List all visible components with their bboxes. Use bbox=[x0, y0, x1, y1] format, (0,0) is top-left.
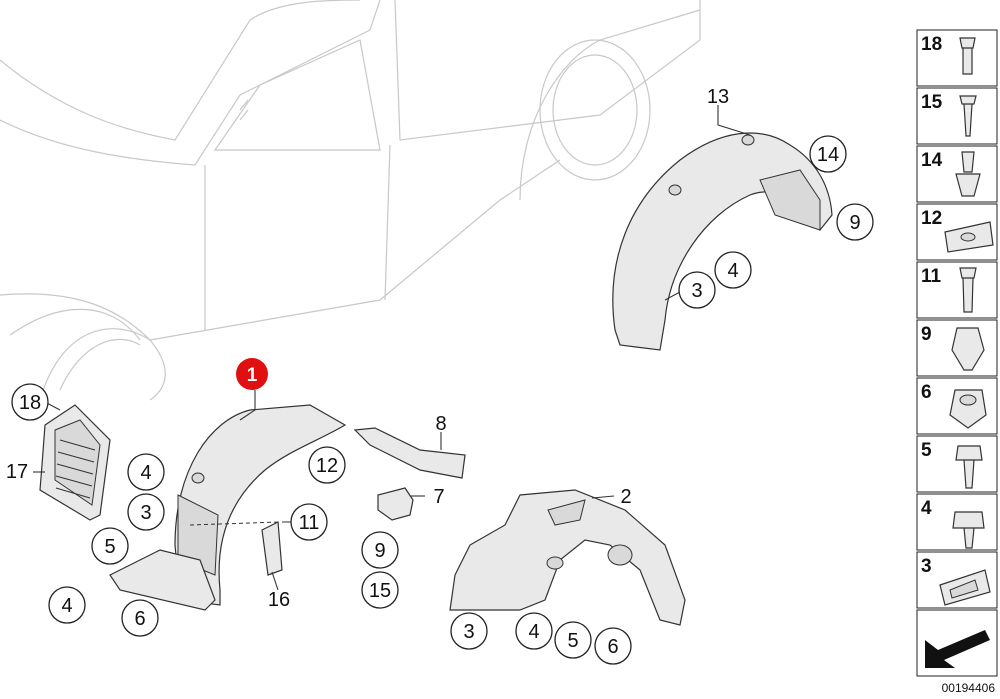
svg-text:15: 15 bbox=[921, 92, 943, 113]
legend-item-4: 4 bbox=[916, 493, 998, 551]
svg-text:9: 9 bbox=[849, 212, 860, 234]
svg-text:3: 3 bbox=[921, 556, 932, 577]
callout-3: 3 bbox=[127, 493, 165, 531]
callout-15: 15 bbox=[361, 571, 399, 609]
svg-text:5: 5 bbox=[567, 630, 578, 652]
svg-text:3: 3 bbox=[463, 621, 474, 643]
callout-12: 12 bbox=[308, 446, 346, 484]
svg-text:4: 4 bbox=[727, 260, 738, 282]
svg-text:8: 8 bbox=[435, 413, 446, 435]
front-wheel-arch-liner bbox=[109, 404, 347, 611]
legend-arrow-cell bbox=[916, 609, 998, 677]
callout-5: 5 bbox=[91, 527, 129, 565]
doc-number: 00194406 bbox=[942, 681, 996, 695]
svg-text:15: 15 bbox=[369, 580, 391, 602]
air-duct-part bbox=[39, 404, 111, 521]
callout-4: 4 bbox=[127, 453, 165, 491]
svg-text:14: 14 bbox=[817, 144, 839, 166]
clip-part-7 bbox=[377, 487, 414, 521]
legend-item-9: 9 bbox=[916, 319, 998, 377]
legend-item-5: 5 bbox=[916, 435, 998, 493]
legend-item-11: 11 bbox=[916, 261, 998, 319]
svg-text:6: 6 bbox=[921, 382, 932, 403]
callout-7: 7 bbox=[433, 486, 444, 508]
callout-3: 3 bbox=[450, 612, 488, 650]
svg-text:4: 4 bbox=[921, 498, 932, 519]
legend-item-18: 18 bbox=[916, 29, 998, 87]
legend-item-14: 14 bbox=[916, 145, 998, 203]
legend-item-15: 15 bbox=[916, 87, 998, 145]
callout-5: 5 bbox=[554, 621, 592, 659]
callout-18: 18 bbox=[11, 383, 49, 421]
callout-4: 4 bbox=[515, 612, 553, 650]
svg-text:17: 17 bbox=[6, 461, 28, 483]
legend-item-3: 3 bbox=[916, 551, 998, 609]
svg-text:5: 5 bbox=[104, 536, 115, 558]
svg-text:2: 2 bbox=[620, 486, 631, 508]
svg-text:18: 18 bbox=[921, 34, 942, 55]
callout-17: 17 bbox=[6, 461, 28, 483]
svg-text:1: 1 bbox=[247, 365, 258, 386]
svg-text:16: 16 bbox=[268, 589, 290, 611]
svg-text:9: 9 bbox=[374, 540, 385, 562]
svg-text:11: 11 bbox=[299, 512, 320, 534]
legend-item-6: 6 bbox=[916, 377, 998, 435]
wheel-arch-part-2 bbox=[449, 489, 686, 626]
callout-4: 4 bbox=[48, 586, 86, 624]
callout-13: 13 bbox=[707, 86, 729, 108]
callout-6: 6 bbox=[594, 627, 632, 665]
svg-text:14: 14 bbox=[921, 150, 943, 171]
svg-text:3: 3 bbox=[140, 502, 151, 524]
arrow-icon bbox=[925, 630, 990, 668]
trim-part-8 bbox=[353, 427, 466, 479]
callout-1-highlighted[interactable]: 1 bbox=[236, 358, 268, 390]
callout-9: 9 bbox=[836, 203, 874, 241]
svg-text:18: 18 bbox=[19, 392, 41, 414]
callout-9: 9 bbox=[361, 531, 399, 569]
svg-text:11: 11 bbox=[921, 266, 942, 287]
callout-14: 14 bbox=[809, 135, 847, 173]
svg-text:4: 4 bbox=[140, 462, 151, 484]
callout-8: 8 bbox=[435, 413, 446, 435]
svg-text:4: 4 bbox=[61, 595, 72, 617]
svg-text:5: 5 bbox=[921, 440, 932, 461]
svg-text:3: 3 bbox=[691, 280, 702, 302]
svg-text:6: 6 bbox=[134, 608, 145, 630]
svg-text:6: 6 bbox=[607, 636, 618, 658]
fastener-legend: 18 15 14 12 11 9 6 5 4 3 bbox=[916, 29, 998, 677]
rear-wheel-arch-liner bbox=[612, 132, 833, 351]
svg-text:12: 12 bbox=[316, 455, 338, 477]
legend-item-12: 12 bbox=[916, 203, 998, 261]
svg-text:13: 13 bbox=[707, 86, 729, 108]
callout-4: 4 bbox=[714, 251, 752, 289]
svg-text:9: 9 bbox=[921, 324, 932, 345]
svg-text:12: 12 bbox=[921, 208, 942, 229]
callout-6: 6 bbox=[121, 599, 159, 637]
callout-3: 3 bbox=[678, 271, 716, 309]
callout-2: 2 bbox=[620, 486, 631, 508]
bracket-part-16 bbox=[261, 521, 283, 576]
callout-16: 16 bbox=[268, 589, 290, 611]
svg-text:7: 7 bbox=[433, 486, 444, 508]
car-outline bbox=[0, 0, 701, 401]
svg-text:4: 4 bbox=[528, 621, 539, 643]
callout-11: 11 bbox=[290, 503, 328, 541]
